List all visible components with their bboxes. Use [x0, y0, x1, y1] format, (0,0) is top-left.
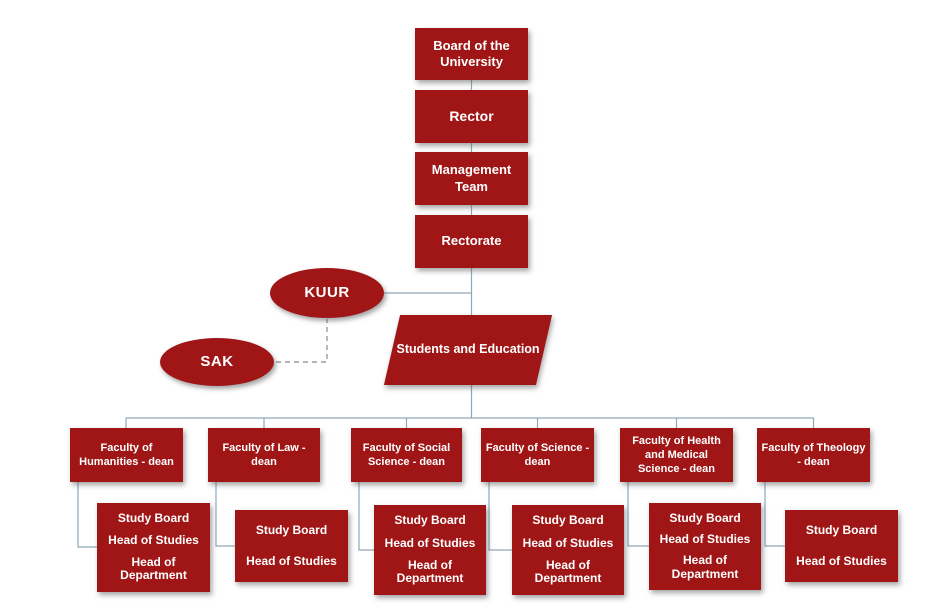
study-elbow-connectors	[77, 482, 785, 551]
elbow-social-science	[358, 482, 374, 551]
node-students-and-education: Students and Education	[383, 315, 553, 385]
study-line: Head of Department	[534, 557, 602, 586]
elbow-theology	[764, 482, 785, 547]
node-faculty-science: Faculty of Science - dean	[481, 428, 594, 482]
study-line: Head of Studies	[796, 553, 887, 568]
node-faculty-humanities: Faculty of Humanities - dean	[70, 428, 183, 482]
node-sak: SAK	[160, 338, 274, 386]
study-board-social-science: Study Board Head of Studies Head of Depa…	[374, 505, 486, 595]
study-board-law: Study Board Head of Studies	[235, 510, 348, 582]
node-label: Board of the University	[433, 37, 510, 69]
study-line: Head of Studies	[659, 532, 751, 547]
node-faculty-theology: Faculty of Theology - dean	[757, 428, 870, 482]
node-faculty-social-science: Faculty of Social Science - dean	[351, 428, 462, 482]
node-label: SAK	[200, 352, 234, 370]
faculty-bus	[125, 417, 815, 428]
study-line: Study Board	[394, 513, 466, 528]
node-rectorate: Rectorate	[415, 215, 528, 268]
node-label: Faculty of Science - dean	[485, 441, 590, 468]
study-board-science: Study Board Head of Studies Head of Depa…	[512, 505, 624, 595]
study-line: Head of Studies	[108, 533, 199, 548]
study-line: Study Board	[532, 513, 604, 528]
node-kuur: KUUR	[270, 268, 384, 318]
node-label: Faculty of Social Science - dean	[362, 441, 451, 468]
study-line: Head of Department	[396, 557, 464, 586]
study-board-humanities: Study Board Head of Studies Head of Depa…	[97, 503, 210, 592]
node-faculty-law: Faculty of Law - dean	[208, 428, 320, 482]
study-line: Head of Studies	[384, 535, 476, 550]
node-label: Faculty of Law - dean	[222, 441, 306, 468]
study-line: Head of Studies	[522, 535, 614, 550]
node-label: KUUR	[304, 283, 350, 301]
elbow-science	[488, 482, 512, 551]
study-board-health-medical-science: Study Board Head of Studies Head of Depa…	[649, 503, 761, 590]
study-line: Head of Studies	[246, 553, 337, 568]
study-line: Study Board	[669, 510, 741, 525]
elbow-health	[627, 482, 649, 547]
study-line: Study Board	[255, 522, 328, 537]
node-label: Management Team	[431, 162, 512, 194]
node-rector: Rector	[415, 90, 528, 143]
study-line: Head of Department	[120, 554, 187, 583]
node-label: Rector	[449, 107, 494, 124]
node-management-team: Management Team	[415, 152, 528, 205]
study-line: Head of Department	[671, 553, 739, 581]
node-label: Faculty of Humanities - dean	[79, 441, 174, 468]
node-label: Faculty of Health and Medical Science - …	[632, 434, 721, 476]
node-board-of-university: Board of the University	[415, 28, 528, 80]
node-faculty-health-medical-science: Faculty of Health and Medical Science - …	[620, 428, 733, 482]
study-line: Study Board	[805, 522, 878, 537]
study-board-theology: Study Board Head of Studies	[785, 510, 898, 582]
node-label: Students and Education	[396, 342, 540, 357]
study-line: Study Board	[117, 511, 190, 526]
elbow-humanities	[77, 482, 97, 548]
node-label: Rectorate	[441, 233, 502, 249]
sak-kuur-dashed-connector	[276, 319, 328, 363]
elbow-law	[215, 482, 235, 547]
node-label: Faculty of Theology - dean	[761, 441, 866, 468]
